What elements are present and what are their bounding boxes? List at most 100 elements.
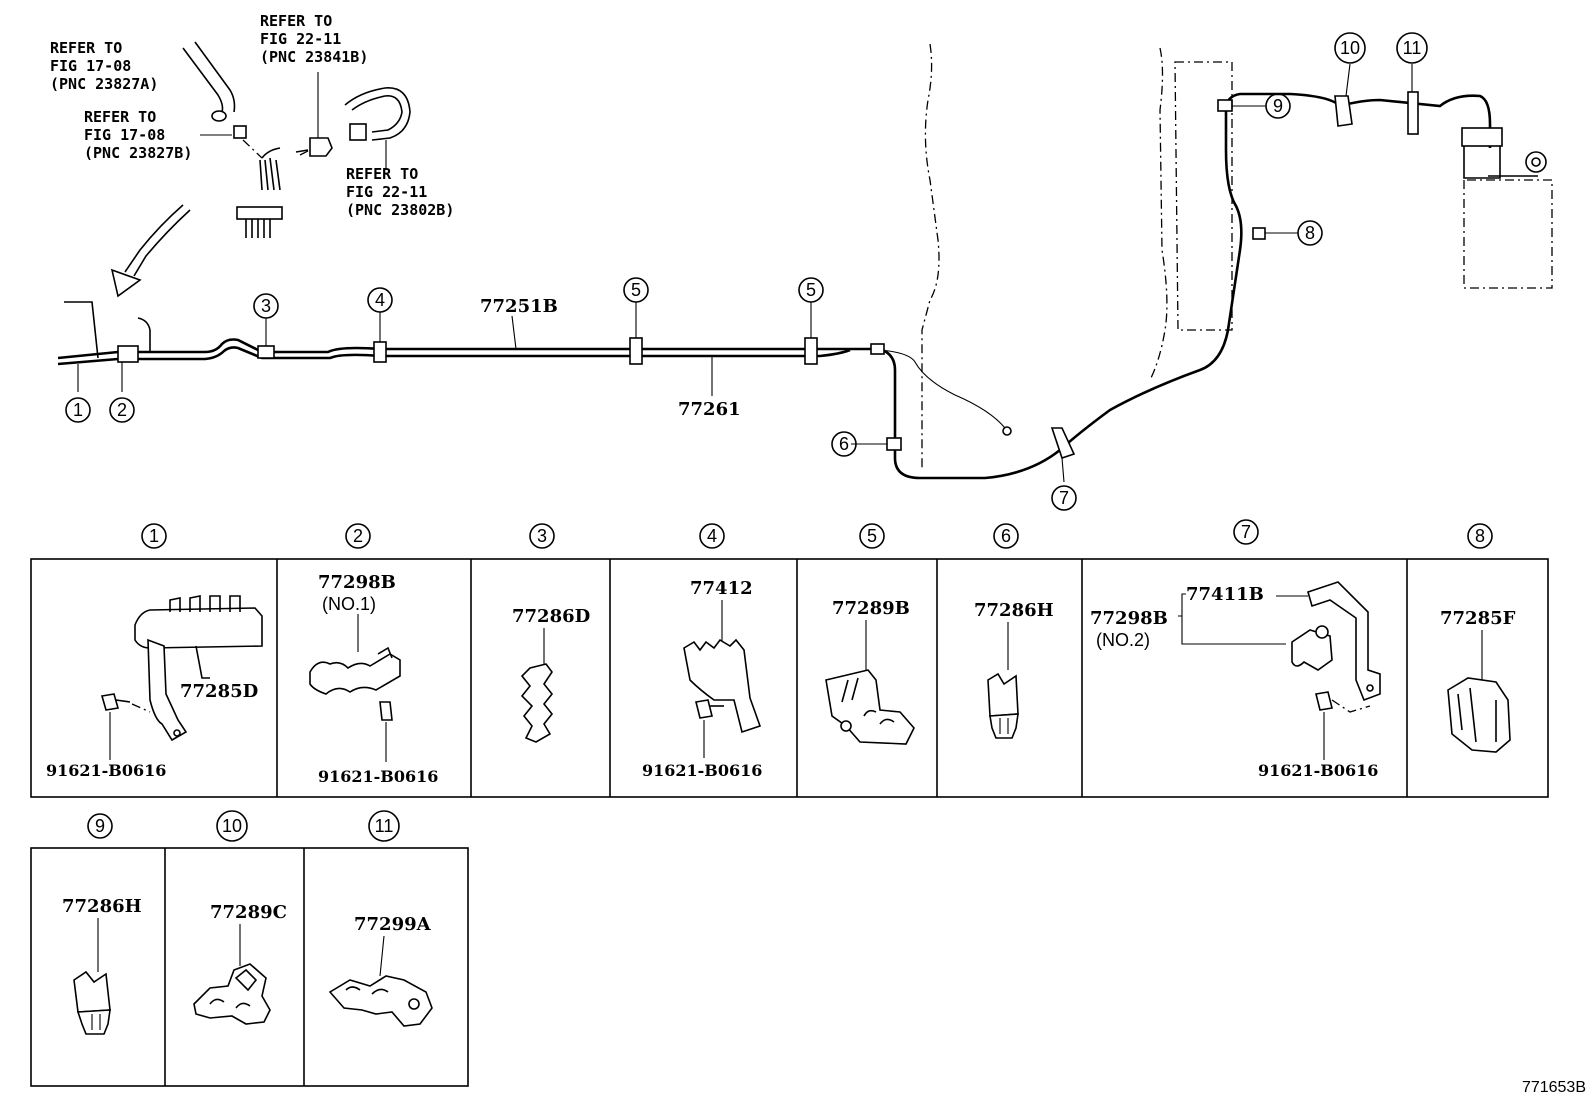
reference-17-08-a: REFER TO FIG 17-08 (PNC 23827A) [50,39,158,93]
panel-10-callout: 10 [216,810,248,842]
reference-22-11-b: REFER TO FIG 22-11 (PNC 23802B) [346,165,454,219]
ref-d-line2: FIG 22-11 [346,183,427,201]
svg-text:11: 11 [1403,38,1422,58]
panel-2: 77298B (NO.1) 91621-B0616 [309,572,438,786]
panel-7-note: (NO.2) [1096,630,1150,650]
panel-7-part-77298b: 77298B [1090,608,1168,629]
panel-2-callout: 2 [345,523,371,549]
panel-7: 77298B (NO.2) 77411B 91621-B0616 [1090,581,1381,780]
ref-c-line1: REFER TO [260,12,332,30]
panel-1-part-77285d: 77285D [180,681,258,702]
panel-7-part-77411b: 77411B [1186,584,1264,605]
svg-text:6: 6 [1001,526,1011,546]
svg-text:1: 1 [149,526,159,546]
callout-3: 3 [253,293,279,359]
panel-5: 77289B [825,598,915,745]
panel-6-callout: 6 [993,523,1019,549]
svg-text:8: 8 [1305,223,1315,243]
panel-9-callout: 9 [87,813,113,839]
callout-5b: 5 [798,277,824,365]
ref-b-line3: (PNC 23827B) [84,144,192,162]
callout-6: 6 [831,431,857,457]
panel-2-bolt: 91621-B0616 [318,767,438,786]
svg-text:5: 5 [631,280,641,300]
svg-text:5: 5 [806,280,816,300]
panel-3: 77286D [512,606,590,743]
panel-5-part-77289b: 77289B [832,598,910,619]
callout-11: 11 [1396,32,1428,64]
svg-text:2: 2 [353,526,363,546]
callout-1: 1 [65,397,91,423]
panel-9-part-77286h: 77286H [62,896,142,917]
tube-upper-label: 77251B [480,296,558,317]
panel-6-part-77286h: 77286H [974,600,1054,621]
callout-8: 8 [1297,220,1323,246]
callout-5a: 5 [623,277,649,365]
callout-10: 10 [1334,32,1366,64]
svg-text:2: 2 [117,400,127,420]
fuel-tube-routing [57,43,1553,483]
detail-row-2: 9 10 11 77286H 77289C 77299A [30,810,469,1087]
panel-2-part-77298b: 77298B [318,572,396,593]
panel-8: 77285F [1440,608,1516,753]
svg-text:7: 7 [1059,488,1069,508]
panel-1-callout: 1 [141,523,167,549]
panel-5-callout: 5 [859,523,885,549]
svg-text:4: 4 [707,526,717,546]
panel-11-part-77299a: 77299A [354,914,432,935]
tube-lower-label: 77261 [678,399,741,420]
ref-d-line1: REFER TO [346,165,418,183]
svg-text:6: 6 [839,434,849,454]
panel-11-callout: 11 [368,810,400,842]
panel-3-callout: 3 [529,523,555,549]
panel-4-part-77412: 77412 [690,578,753,599]
ref-b-line1: REFER TO [84,108,156,126]
panel-9: 77286H [62,896,142,1035]
panel-8-part-77285f: 77285F [1440,608,1516,629]
svg-text:1: 1 [73,400,83,420]
callout-4: 4 [367,287,393,363]
svg-text:3: 3 [537,526,547,546]
svg-text:9: 9 [95,816,105,836]
detail-row-1: 1 2 3 4 5 6 7 8 77285D 91621-B0616 77298… [30,519,1549,798]
svg-text:10: 10 [222,816,242,836]
callout-7: 7 [1051,485,1077,511]
figure-id: 771653B [1522,1079,1586,1096]
svg-text:3: 3 [261,296,271,316]
svg-text:9: 9 [1273,96,1283,116]
callout-2: 2 [109,397,135,423]
panel-3-part-77286d: 77286D [512,606,590,627]
panel-1: 77285D 91621-B0616 [46,595,263,780]
panel-10-part-77289c: 77289C [210,902,287,923]
svg-text:7: 7 [1241,522,1251,542]
panel-4-bolt: 91621-B0616 [642,761,762,780]
ref-d-line3: (PNC 23802B) [346,201,454,219]
panel-8-callout: 8 [1467,523,1493,549]
panel-2-note: (NO.1) [322,594,376,614]
svg-text:10: 10 [1340,38,1360,58]
panel-4-callout: 4 [699,523,725,549]
callout-9: 9 [1265,93,1291,119]
ref-a-line2: FIG 17-08 [50,57,131,75]
reference-22-11-a: REFER TO FIG 22-11 (PNC 23841B) [260,12,368,66]
ref-c-line2: FIG 22-11 [260,30,341,48]
ref-a-line3: (PNC 23827A) [50,75,158,93]
panel-7-bolt: 91621-B0616 [1258,761,1378,780]
svg-text:4: 4 [375,290,385,310]
svg-text:5: 5 [867,526,877,546]
ref-b-line2: FIG 17-08 [84,126,165,144]
panel-10: 77289C [193,902,287,1025]
ref-a-line1: REFER TO [50,39,122,57]
panel-11: 77299A [328,914,433,1027]
panel-7-callout: 7 [1233,519,1259,545]
routing-callouts: 1 2 3 4 5 5 [65,32,1428,511]
panel-1-bolt: 91621-B0616 [46,761,166,780]
svg-text:11: 11 [375,816,394,836]
ref-c-line3: (PNC 23841B) [260,48,368,66]
panel-4: 77412 91621-B0616 [642,578,762,780]
connector-sketch [110,41,411,298]
panel-6: 77286H [974,600,1054,739]
reference-17-08-b: REFER TO FIG 17-08 (PNC 23827B) [84,108,192,162]
svg-text:8: 8 [1475,526,1485,546]
